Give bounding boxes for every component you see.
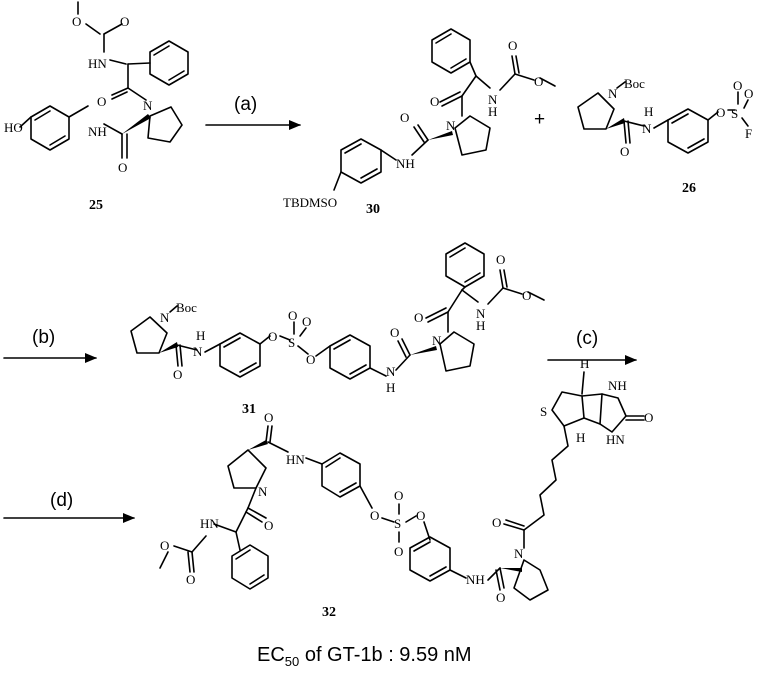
o-label: O <box>744 86 753 101</box>
o-label: O <box>264 410 273 425</box>
n-label: N <box>488 92 498 107</box>
compound-30-structure: TBDMSO NH O N O N H O O <box>283 28 556 210</box>
compound-25-label: 25 <box>89 198 103 213</box>
o-label: O <box>620 144 629 159</box>
n-label: N <box>446 118 456 133</box>
nh-label: NH <box>466 572 485 587</box>
o-label: O <box>306 352 315 367</box>
h-label: H <box>196 328 205 343</box>
o-label: O <box>370 508 379 523</box>
hn-label: HN <box>606 432 625 447</box>
ec50-caption: EC50 of GT-1b : 9.59 nM <box>257 644 472 669</box>
o-label: O <box>414 310 423 325</box>
o-label: O <box>394 488 403 503</box>
n-label: N <box>642 121 652 136</box>
s-label: S <box>394 516 401 531</box>
o-label: O <box>118 160 127 175</box>
o-label: O <box>72 14 81 29</box>
n-label: N <box>514 546 524 561</box>
s-label: S <box>731 106 738 121</box>
compound-31-label: 31 <box>242 402 256 417</box>
o-label: O <box>496 590 505 605</box>
o-label: O <box>394 544 403 559</box>
o-label: O <box>522 288 531 303</box>
o-label: O <box>288 308 297 323</box>
compound-26-label: 26 <box>682 181 696 196</box>
h-label: H <box>576 430 585 445</box>
plus-sign: + <box>534 109 545 130</box>
nh-label: NH <box>396 156 415 171</box>
ec50-prefix: EC <box>257 644 285 666</box>
ec50-subscript: 50 <box>285 654 299 669</box>
s-label: S <box>540 404 547 419</box>
o-label: O <box>416 508 425 523</box>
o-label: O <box>186 572 195 587</box>
o-label: O <box>733 78 742 93</box>
o-label: O <box>644 410 653 425</box>
step-b-label: (b) <box>32 327 55 348</box>
o-label: O <box>496 252 505 267</box>
h-label: H <box>476 318 485 333</box>
nh-label: NH <box>608 378 627 393</box>
nh-label: NH <box>88 124 107 139</box>
h-label: H <box>386 380 395 395</box>
o-label: O <box>302 314 311 329</box>
n-label: N <box>160 310 170 325</box>
n-label: N <box>476 306 486 321</box>
h-label: H <box>644 104 653 119</box>
f-label: F <box>745 126 752 141</box>
n-label: N <box>432 333 442 348</box>
n-label: N <box>258 484 268 499</box>
ec50-suffix: of GT-1b : 9.59 nM <box>299 644 471 666</box>
h-label: H <box>488 104 497 119</box>
h-label: H <box>580 356 589 371</box>
compound-25-structure: HO NH O N O HN O O <box>4 1 189 175</box>
compound-26-structure: N Boc O H N O S O O F <box>577 76 753 159</box>
n-label: N <box>193 344 203 359</box>
hn-label: HN <box>286 452 305 467</box>
hn-label: HN <box>88 56 107 71</box>
compound-31-structure: N Boc O H N O S O O O N H O <box>130 242 545 395</box>
nh-label: N <box>386 364 396 379</box>
o-label: O <box>492 515 501 530</box>
compound-32-structure: N O HN O S O O O NH O N <box>159 356 653 605</box>
step-a-label: (a) <box>234 94 257 115</box>
o-label: O <box>716 105 725 120</box>
step-d-label: (d) <box>50 490 73 511</box>
tbdmso-label: TBDMSO <box>283 195 337 210</box>
o-label: O <box>534 74 543 89</box>
step-c-label: (c) <box>576 328 598 349</box>
boc-label: Boc <box>176 300 197 315</box>
o-label: O <box>400 110 409 125</box>
compound-30-label: 30 <box>366 202 380 217</box>
o-label: O <box>430 94 439 109</box>
o-label: O <box>264 518 273 533</box>
n-label: N <box>608 86 618 101</box>
o-label: O <box>390 325 399 340</box>
s-label: S <box>288 335 295 350</box>
o-label: O <box>120 14 129 29</box>
hn-label: HN <box>200 516 219 531</box>
n-label: N <box>143 98 153 113</box>
o-label: O <box>508 38 517 53</box>
o-label: O <box>97 94 106 109</box>
boc-label: Boc <box>624 76 645 91</box>
compound-32-label: 32 <box>322 605 336 620</box>
o-label: O <box>173 367 182 382</box>
o-label: O <box>160 538 169 553</box>
o-label: O <box>268 329 277 344</box>
ho-label: HO <box>4 120 23 135</box>
